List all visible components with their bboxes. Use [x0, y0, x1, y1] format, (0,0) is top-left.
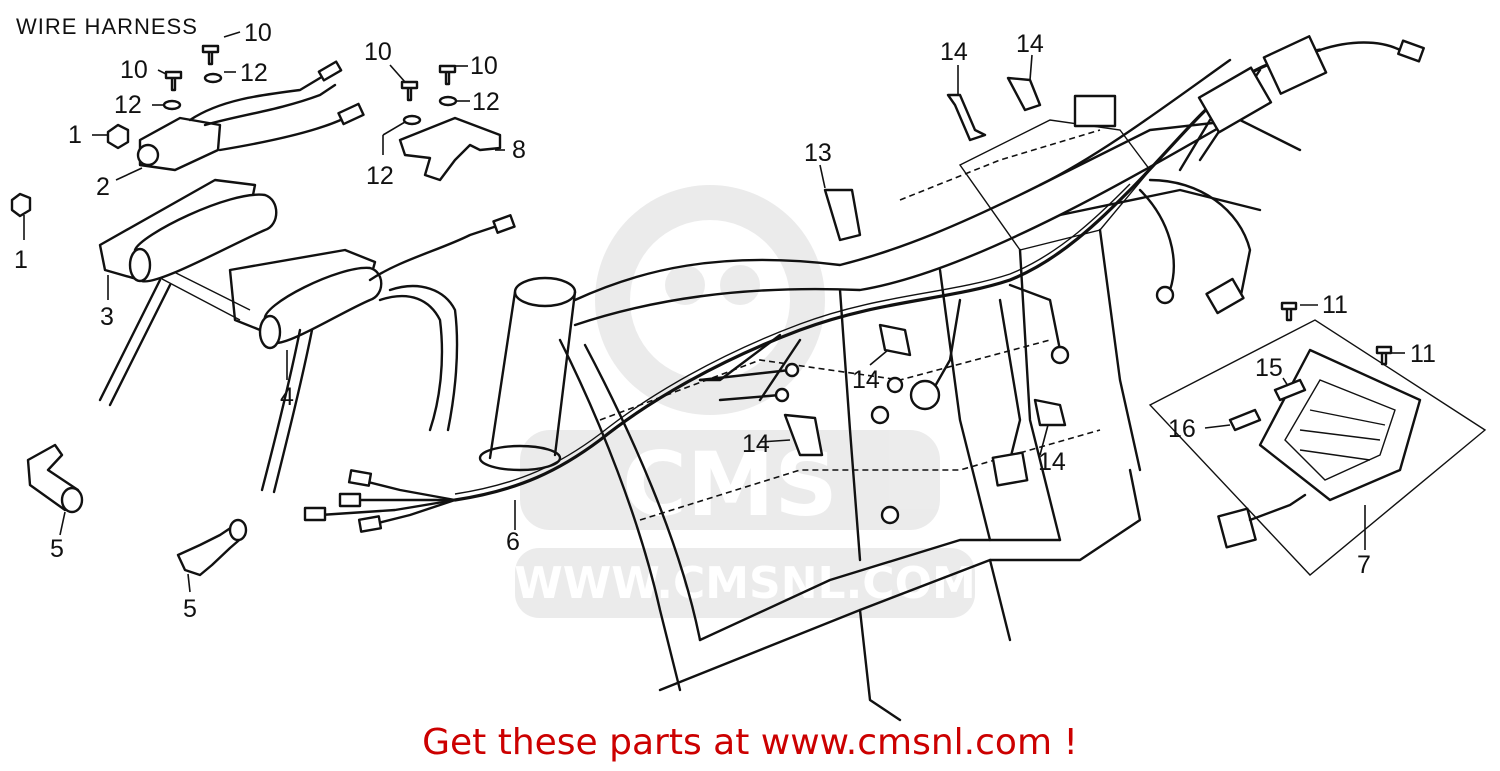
leader-lines	[23, 31, 1405, 593]
callout-5-bottom: 5	[183, 595, 197, 623]
callout-12-c: 12	[472, 88, 500, 116]
diagram-title: WIRE HARNESS	[16, 14, 198, 39]
ignition-coil-assembly	[10, 44, 516, 494]
callout-14-b: 14	[1016, 30, 1044, 58]
callout-14-a: 14	[940, 38, 968, 66]
callout-5-left: 5	[50, 535, 64, 563]
callout-12-d: 12	[366, 162, 394, 190]
callout-12-b: 12	[114, 91, 142, 119]
callout-16: 16	[1168, 415, 1196, 443]
callout-8: 8	[512, 136, 526, 164]
harness-clamps	[783, 76, 1067, 457]
callout-3: 3	[100, 303, 114, 331]
callout-2: 2	[96, 173, 110, 201]
watermark-logo: CMS WWW.CMSNL.COM	[514, 185, 976, 618]
callout-14-d: 14	[742, 430, 770, 458]
callout-10-c: 10	[364, 38, 392, 66]
spark-plug-caps	[26, 443, 248, 577]
regulator-rectifier-panel	[1148, 301, 1487, 576]
callout-6: 6	[506, 528, 520, 556]
callout-12-a: 12	[240, 59, 268, 87]
callout-1-left: 1	[14, 246, 28, 274]
callout-13: 13	[804, 139, 832, 167]
callout-7: 7	[1357, 551, 1371, 579]
callout-14-c: 14	[852, 366, 880, 394]
callout-15: 15	[1255, 354, 1283, 382]
callout-10-a: 10	[244, 19, 272, 47]
callout-11-b: 11	[1410, 340, 1436, 368]
promo-link-text[interactable]: Get these parts at www.cmsnl.com !	[422, 722, 1078, 763]
callout-10-b: 10	[120, 56, 148, 84]
watermark-url-text: WWW.CMSNL.COM	[514, 558, 976, 609]
callout-14-e: 14	[1038, 448, 1066, 476]
callout-10-d: 10	[470, 52, 498, 80]
bolt-washer-set	[162, 44, 458, 126]
callout-1-top: 1	[68, 121, 82, 149]
callout-4: 4	[280, 383, 294, 411]
callout-labels: 1 1 2 3 4 5 5 6 7 8 10 10 10 10 11 11 12…	[14, 19, 1436, 623]
callout-11-a: 11	[1322, 291, 1348, 319]
frame-assembly	[303, 35, 1425, 722]
